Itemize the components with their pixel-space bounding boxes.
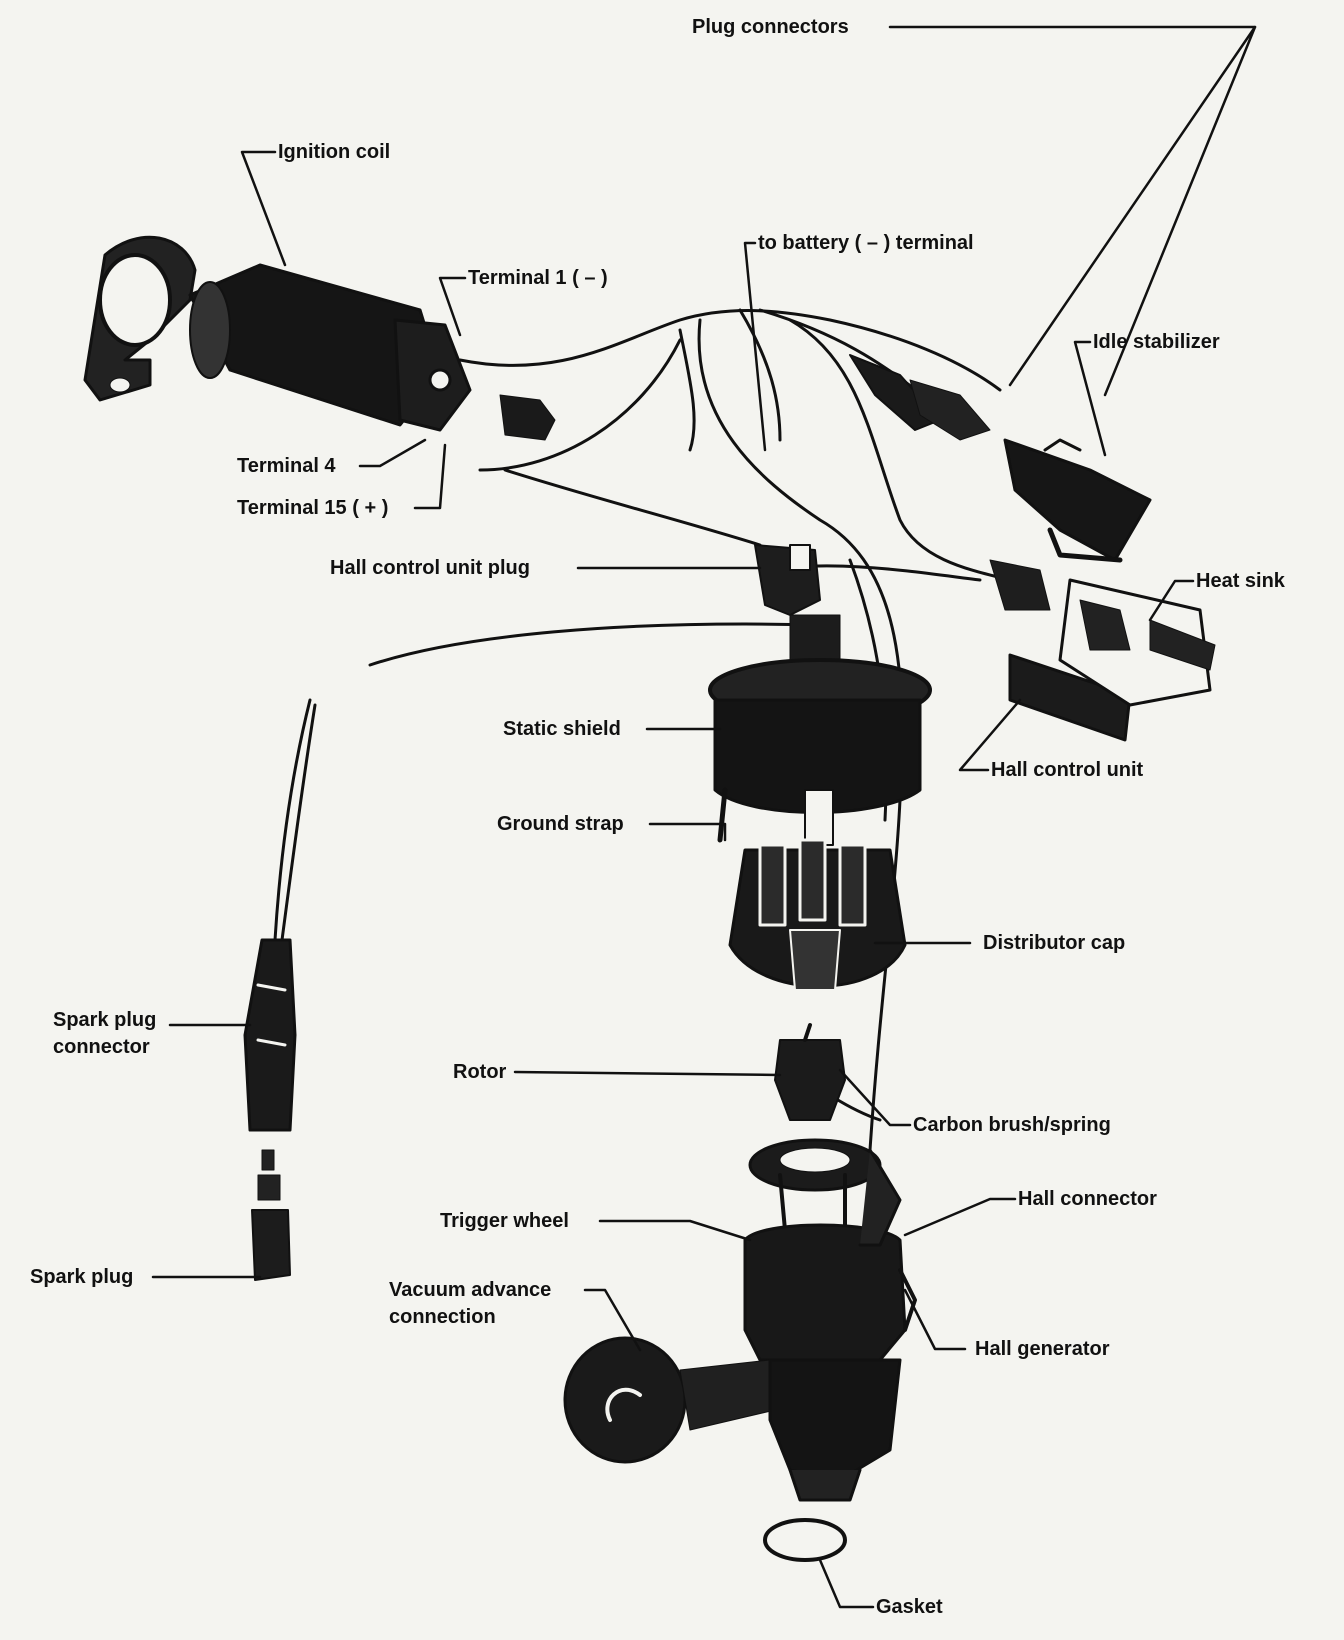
label-vacuum-advance-line1: Vacuum advance [389, 1279, 552, 1301]
label-terminal-1: Terminal 1 ( – ) [468, 267, 608, 289]
label-ground-strap: Ground strap [497, 813, 624, 835]
label-terminal-4: Terminal 4 [237, 455, 336, 477]
trigger-wheel [748, 1138, 882, 1232]
label-spark-plug-connector-line2: connector [53, 1036, 150, 1058]
idle-stabilizer [849, 354, 1152, 563]
label-to-battery-terminal: to battery ( – ) terminal [758, 232, 974, 254]
label-rotor: Rotor [453, 1061, 507, 1083]
distributor-cap [728, 838, 907, 991]
hall-control-unit-plug [754, 544, 821, 616]
rotor [774, 1023, 846, 1121]
static-shield [708, 614, 932, 846]
spark-plug-assembly [243, 938, 297, 1281]
label-vacuum-advance-line2: connection [389, 1306, 496, 1328]
distributor-body [563, 1148, 917, 1502]
label-terminal-15: Terminal 15 ( + ) [237, 497, 389, 519]
label-carbon-brush-spring: Carbon brush/spring [913, 1114, 1111, 1136]
leader-lines [151, 25, 1257, 1609]
label-gasket: Gasket [876, 1596, 943, 1618]
label-spark-plug: Spark plug [30, 1266, 134, 1288]
ignition-coil [83, 235, 556, 441]
hall-control-unit [989, 559, 1216, 742]
label-static-shield: Static shield [503, 718, 621, 740]
gasket [763, 1518, 847, 1562]
label-heat-sink: Heat sink [1196, 570, 1285, 592]
label-distributor-cap: Distributor cap [983, 932, 1126, 954]
label-idle-stabilizer: Idle stabilizer [1093, 331, 1220, 353]
label-spark-plug-connector-line1: Spark plug [53, 1009, 157, 1031]
label-hall-generator: Hall generator [975, 1338, 1110, 1360]
label-trigger-wheel: Trigger wheel [440, 1210, 569, 1232]
label-ignition-coil: Ignition coil [278, 141, 391, 163]
label-hall-control-unit: Hall control unit [991, 759, 1144, 781]
label-hall-control-unit-plug: Hall control unit plug [330, 557, 530, 579]
label-hall-connector: Hall connector [1018, 1188, 1157, 1210]
label-plug-connectors: Plug connectors [692, 16, 849, 38]
